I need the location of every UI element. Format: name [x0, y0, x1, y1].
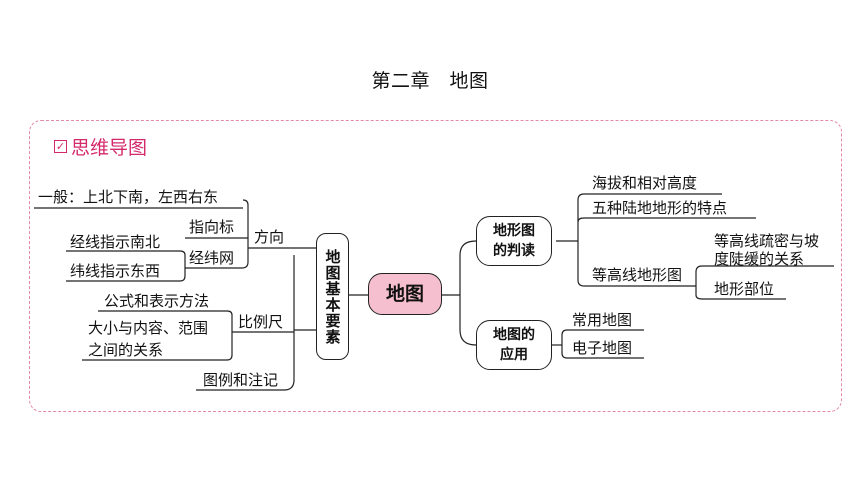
scale-formula-text: 公式和表示方法	[104, 292, 210, 310]
contour-label: 等高线地形图	[592, 266, 683, 284]
application-node-line2: 应用	[500, 347, 528, 363]
direction-arrow-text: 指向标	[189, 218, 235, 236]
scale-label: 比例尺	[238, 313, 284, 331]
landforms-text: 五种陆地地形的特点	[592, 199, 728, 217]
basic-elements-node: 地图基本要素	[316, 233, 349, 360]
center-node: 地图	[368, 273, 442, 315]
terrain-node-line2: 的判读	[493, 243, 535, 259]
electronic-map-text: 电子地图	[572, 339, 633, 357]
application-node-line1: 地图的	[493, 327, 535, 343]
mindmap-frame	[29, 120, 842, 412]
section-title: 思维导图	[71, 137, 148, 159]
scale-relation-line2: 之间的关系	[88, 341, 164, 359]
direction-label: 方向	[254, 228, 285, 246]
section-header: ✓ 思维导图	[54, 133, 147, 160]
contour-density-line2: 度陡缓的关系	[714, 250, 805, 268]
terrain-node: 地形图 的判读	[476, 216, 552, 266]
application-node: 地图的 应用	[476, 320, 552, 370]
legend-text: 图例和注记	[203, 371, 279, 389]
scale-relation-line1: 大小与内容、范围	[88, 319, 209, 337]
meridian-text: 经线指示南北	[70, 233, 161, 251]
checkbox-icon: ✓	[54, 140, 67, 153]
common-map-text: 常用地图	[572, 311, 633, 329]
grid-label: 经纬网	[189, 249, 235, 267]
contour-density-line1: 等高线疏密与坡	[714, 232, 820, 250]
terrain-node-line1: 地形图	[493, 223, 535, 239]
direction-general-text: 一般：上北下南，左西右东	[38, 188, 219, 206]
terrain-parts-text: 地形部位	[714, 280, 775, 298]
page-title: 第二章 地图	[371, 70, 489, 92]
parallel-text: 纬线指示东西	[70, 262, 161, 280]
altitude-text: 海拔和相对高度	[592, 174, 698, 192]
